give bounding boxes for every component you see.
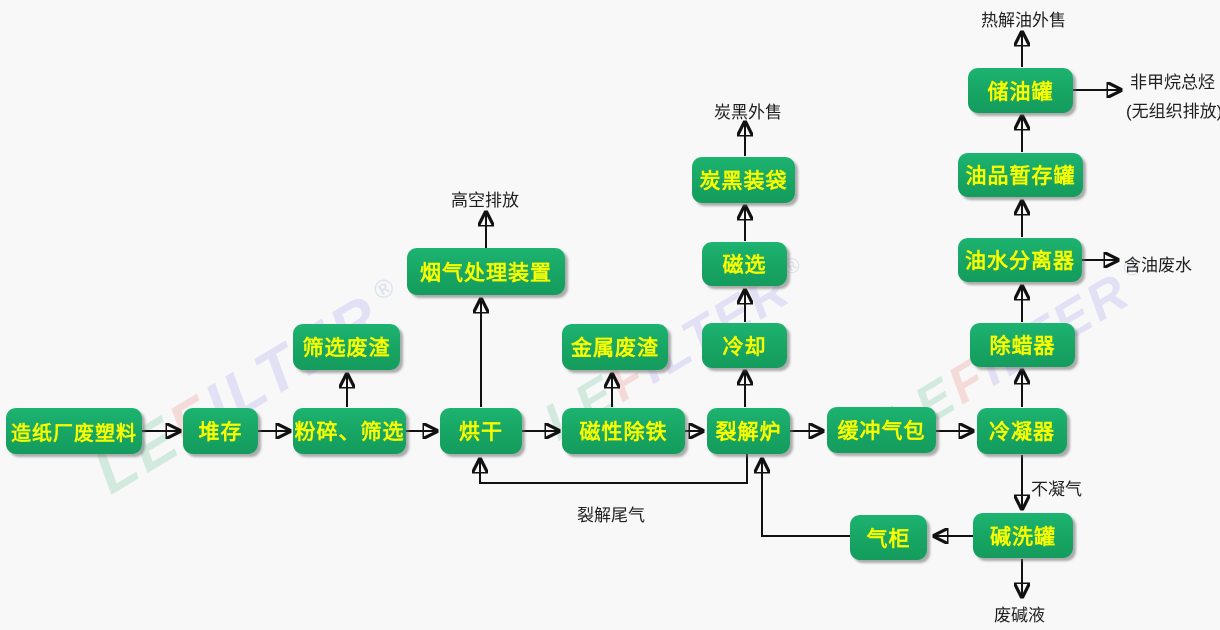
node-alkali-washing-tank: 碱洗罐 [973,513,1073,558]
node-crush-screen: 粉碎、筛选 [293,408,406,454]
node-condenser: 冷凝器 [977,408,1067,454]
label-high-altitude-emission: 高空排放 [451,191,519,210]
arrow-gas-holder-to-pyrolysis [762,460,850,537]
node-stockpile: 堆存 [183,408,258,454]
node-pyrolysis-furnace: 裂解炉 [707,408,790,454]
label-pyrolysis-oil-sale: 热解油外售 [981,11,1066,30]
label-oily-wastewater: 含油废水 [1124,256,1192,275]
label-carbon-black-sale: 炭黑外售 [714,103,782,122]
node-buffer-gas-tank: 缓冲气包 [827,407,936,453]
node-gas-holder: 气柜 [850,515,927,560]
node-dewaxer: 除蜡器 [970,323,1075,367]
node-flue-gas-treatment: 烟气处理装置 [407,248,565,295]
node-paper-mill-waste-plastic: 造纸厂废塑料 [6,408,142,454]
node-carbon-black-bagging: 炭黑装袋 [692,157,795,203]
node-metal-residue: 金属废渣 [562,324,668,370]
node-screening-residue: 筛选废渣 [293,324,400,370]
node-cooling: 冷却 [702,323,787,368]
node-oil-storage-tank: 储油罐 [968,68,1073,113]
arrow-tail-gas-return-to-dry [480,454,748,484]
label-non-condensable-gas: 不凝气 [1031,480,1082,499]
label-fugitive-emission: (无组织排放) [1126,102,1220,121]
node-magnetic-deironing: 磁性除铁 [562,408,685,454]
node-drying: 烘干 [440,408,522,454]
label-waste-alkali-liquid: 废碱液 [994,606,1045,625]
label-pyrolysis-tail-gas: 裂解尾气 [577,506,645,525]
node-oil-water-separator: 油水分离器 [958,238,1082,282]
node-magnetic-separation: 磁选 [702,242,787,286]
node-oil-temp-storage-tank: 油品暂存罐 [958,153,1083,197]
label-nmhc: 非甲烷总烃 [1130,73,1215,92]
